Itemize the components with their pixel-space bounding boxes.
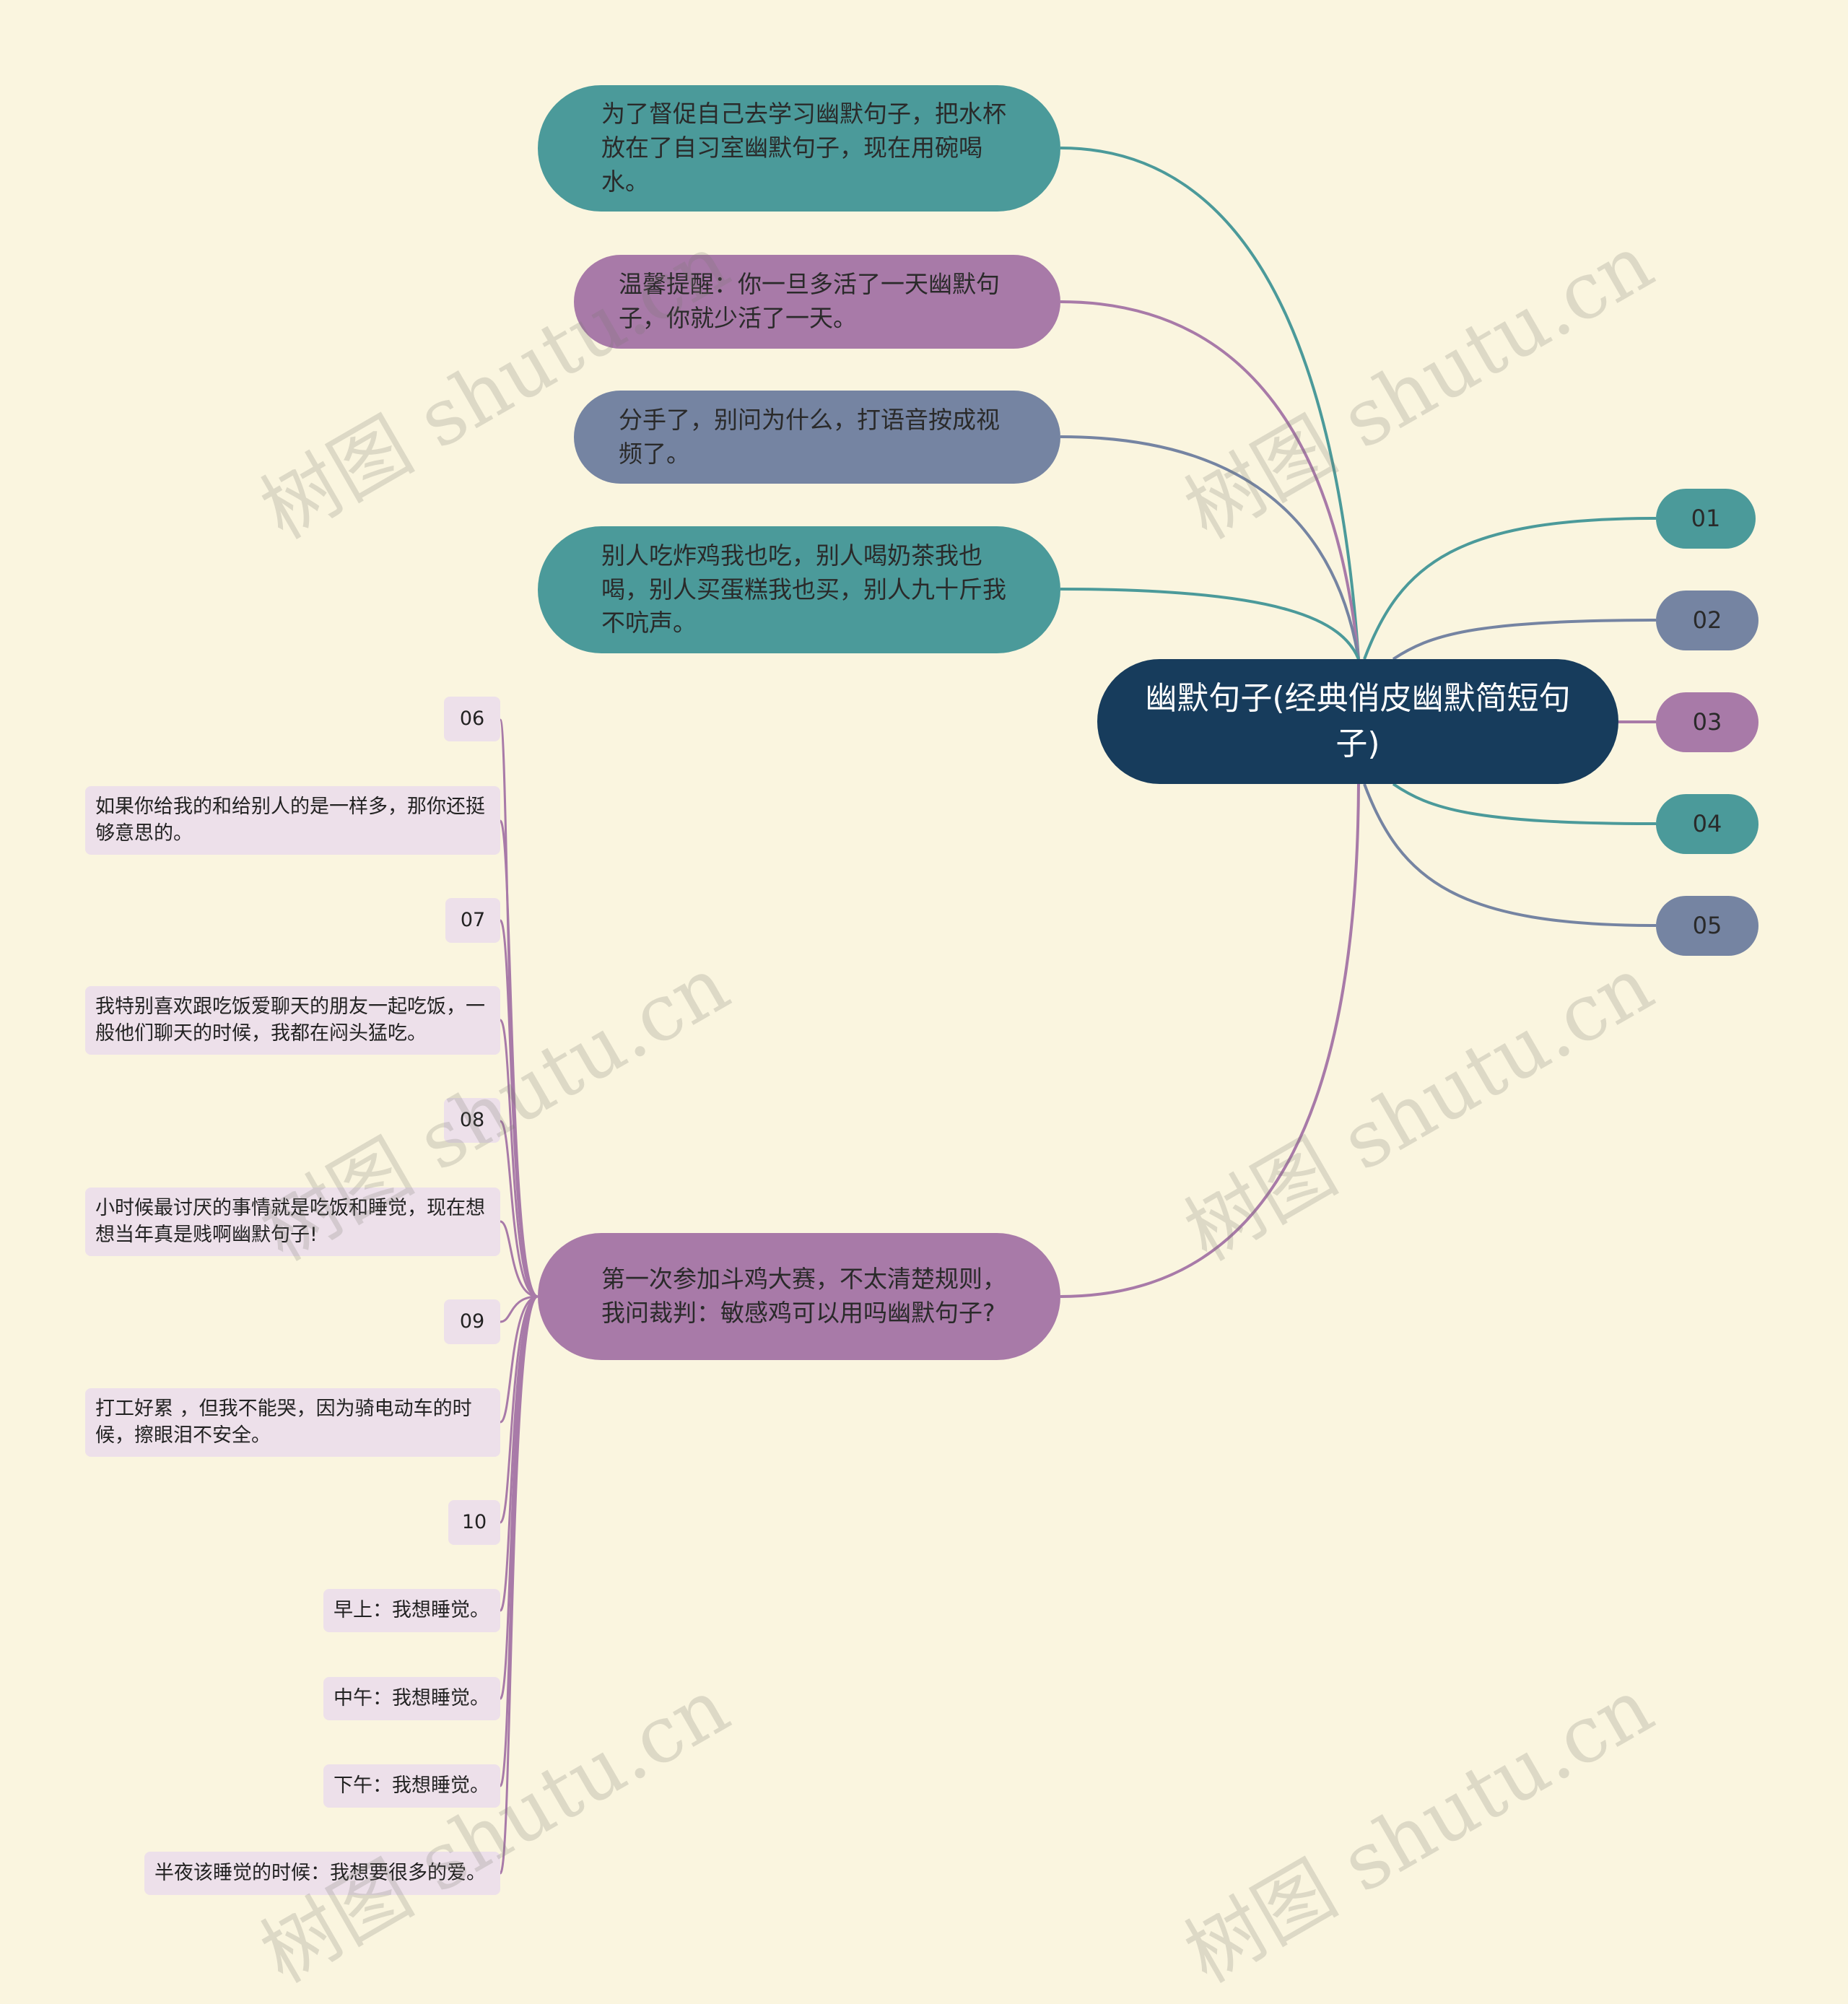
- link-branch-3: [1060, 435, 1360, 660]
- leaf-07-label: 07: [460, 908, 486, 931]
- link-pill-05: [1363, 783, 1657, 927]
- branch-node-2[interactable]: 温馨提醒：你一旦多活了一天幽默句子，你就少活了一天。: [574, 255, 1060, 349]
- link-branch-4: [1060, 588, 1360, 660]
- leaf-text-1[interactable]: 如果你给我的和给别人的是一样多，那你还挺够意思的。: [85, 786, 500, 855]
- pill-01[interactable]: 01: [1656, 489, 1756, 549]
- central-topic-label: 幽默句子(经典俏皮幽默简短句子): [1145, 680, 1571, 762]
- link-pill-04: [1392, 783, 1657, 825]
- leaf-06-label: 06: [459, 707, 485, 730]
- branch-node-4-text: 别人吃炸鸡我也吃，别人喝奶茶我也喝，别人买蛋糕我也买，别人九十斤我不吭声。: [601, 541, 1006, 637]
- leaf-text-1-content: 如果你给我的和给别人的是一样多，那你还挺够意思的。: [95, 796, 485, 845]
- leaf-text-2-content: 我特别喜欢跟吃饭爱聊天的朋友一起吃饭，一般他们聊天的时候，我都在闷头猛吃。: [95, 996, 485, 1045]
- leaf-text-7[interactable]: 下午：我想睡觉。: [323, 1764, 500, 1808]
- pill-02-label: 02: [1692, 606, 1722, 634]
- leaf-08-label: 08: [459, 1108, 485, 1131]
- link-pill-02: [1392, 619, 1657, 661]
- link-pill-01: [1363, 517, 1657, 660]
- branch-node-1-text: 为了督促自己去学习幽默句子，把水杯放在了自习室幽默句子，现在用碗喝水。: [601, 100, 1006, 196]
- leaf-text-4-content: 打工好累 ，但我不能哭，因为骑电动车的时候，擦眼泪不安全。: [95, 1398, 472, 1447]
- leaf-10-label: 10: [461, 1510, 487, 1533]
- pill-02[interactable]: 02: [1656, 591, 1758, 650]
- link-branch-1: [1060, 147, 1360, 660]
- link-branch-2: [1060, 300, 1360, 660]
- leaf-text-6-content: 中午：我想睡觉。: [334, 1686, 489, 1709]
- pill-03[interactable]: 03: [1656, 692, 1758, 752]
- leaf-08[interactable]: 08: [444, 1098, 500, 1143]
- branch-node-5-text: 第一次参加斗鸡大赛，不太清楚规则，我问裁判：敏感鸡可以用吗幽默句子?: [601, 1265, 1006, 1327]
- link-branch-5: [1060, 783, 1360, 1298]
- branch-node-3-text: 分手了，别问为什么，打语音按成视频了。: [619, 405, 1000, 468]
- branch-node-5[interactable]: 第一次参加斗鸡大赛，不太清楚规则，我问裁判：敏感鸡可以用吗幽默句子?: [538, 1233, 1060, 1360]
- leaf-links: [499, 718, 539, 1875]
- pill-01-label: 01: [1691, 504, 1721, 532]
- pill-04-label: 04: [1692, 809, 1722, 837]
- leaf-06[interactable]: 06: [444, 697, 500, 741]
- pill-05-label: 05: [1692, 911, 1722, 939]
- leaf-10[interactable]: 10: [448, 1500, 500, 1545]
- branch-node-3[interactable]: 分手了，别问为什么，打语音按成视频了。: [574, 391, 1060, 484]
- branch-node-4[interactable]: 别人吃炸鸡我也吃，别人喝奶茶我也喝，别人买蛋糕我也买，别人九十斤我不吭声。: [538, 526, 1060, 653]
- leaf-07[interactable]: 07: [445, 898, 500, 943]
- leaf-text-4[interactable]: 打工好累 ，但我不能哭，因为骑电动车的时候，擦眼泪不安全。: [85, 1388, 500, 1457]
- leaf-text-2[interactable]: 我特别喜欢跟吃饭爱聊天的朋友一起吃饭，一般他们聊天的时候，我都在闷头猛吃。: [85, 986, 500, 1055]
- leaf-text-3-content: 小时候最讨厌的事情就是吃饭和睡觉，现在想想当年真是贱啊幽默句子!: [95, 1197, 485, 1246]
- leaf-09[interactable]: 09: [444, 1299, 500, 1344]
- leaf-text-6[interactable]: 中午：我想睡觉。: [323, 1677, 500, 1720]
- pill-04[interactable]: 04: [1656, 794, 1758, 854]
- leaf-text-5[interactable]: 早上：我想睡觉。: [323, 1589, 500, 1632]
- central-topic[interactable]: 幽默句子(经典俏皮幽默简短句子): [1097, 659, 1618, 784]
- branch-node-1[interactable]: 为了督促自己去学习幽默句子，把水杯放在了自习室幽默句子，现在用碗喝水。: [538, 85, 1060, 212]
- leaf-text-8[interactable]: 半夜该睡觉的时候：我想要很多的爱。: [144, 1852, 500, 1895]
- leaf-text-8-content: 半夜该睡觉的时候：我想要很多的爱。: [154, 1861, 486, 1884]
- leaf-09-label: 09: [459, 1310, 485, 1333]
- leaf-text-5-content: 早上：我想睡觉。: [334, 1598, 489, 1621]
- pill-05[interactable]: 05: [1656, 896, 1758, 956]
- pill-03-label: 03: [1692, 707, 1722, 736]
- branch-node-2-text: 温馨提醒：你一旦多活了一天幽默句子，你就少活了一天。: [619, 270, 1000, 332]
- leaf-text-7-content: 下午：我想睡觉。: [334, 1774, 489, 1797]
- leaf-text-3[interactable]: 小时候最讨厌的事情就是吃饭和睡觉，现在想想当年真是贱啊幽默句子!: [85, 1188, 500, 1256]
